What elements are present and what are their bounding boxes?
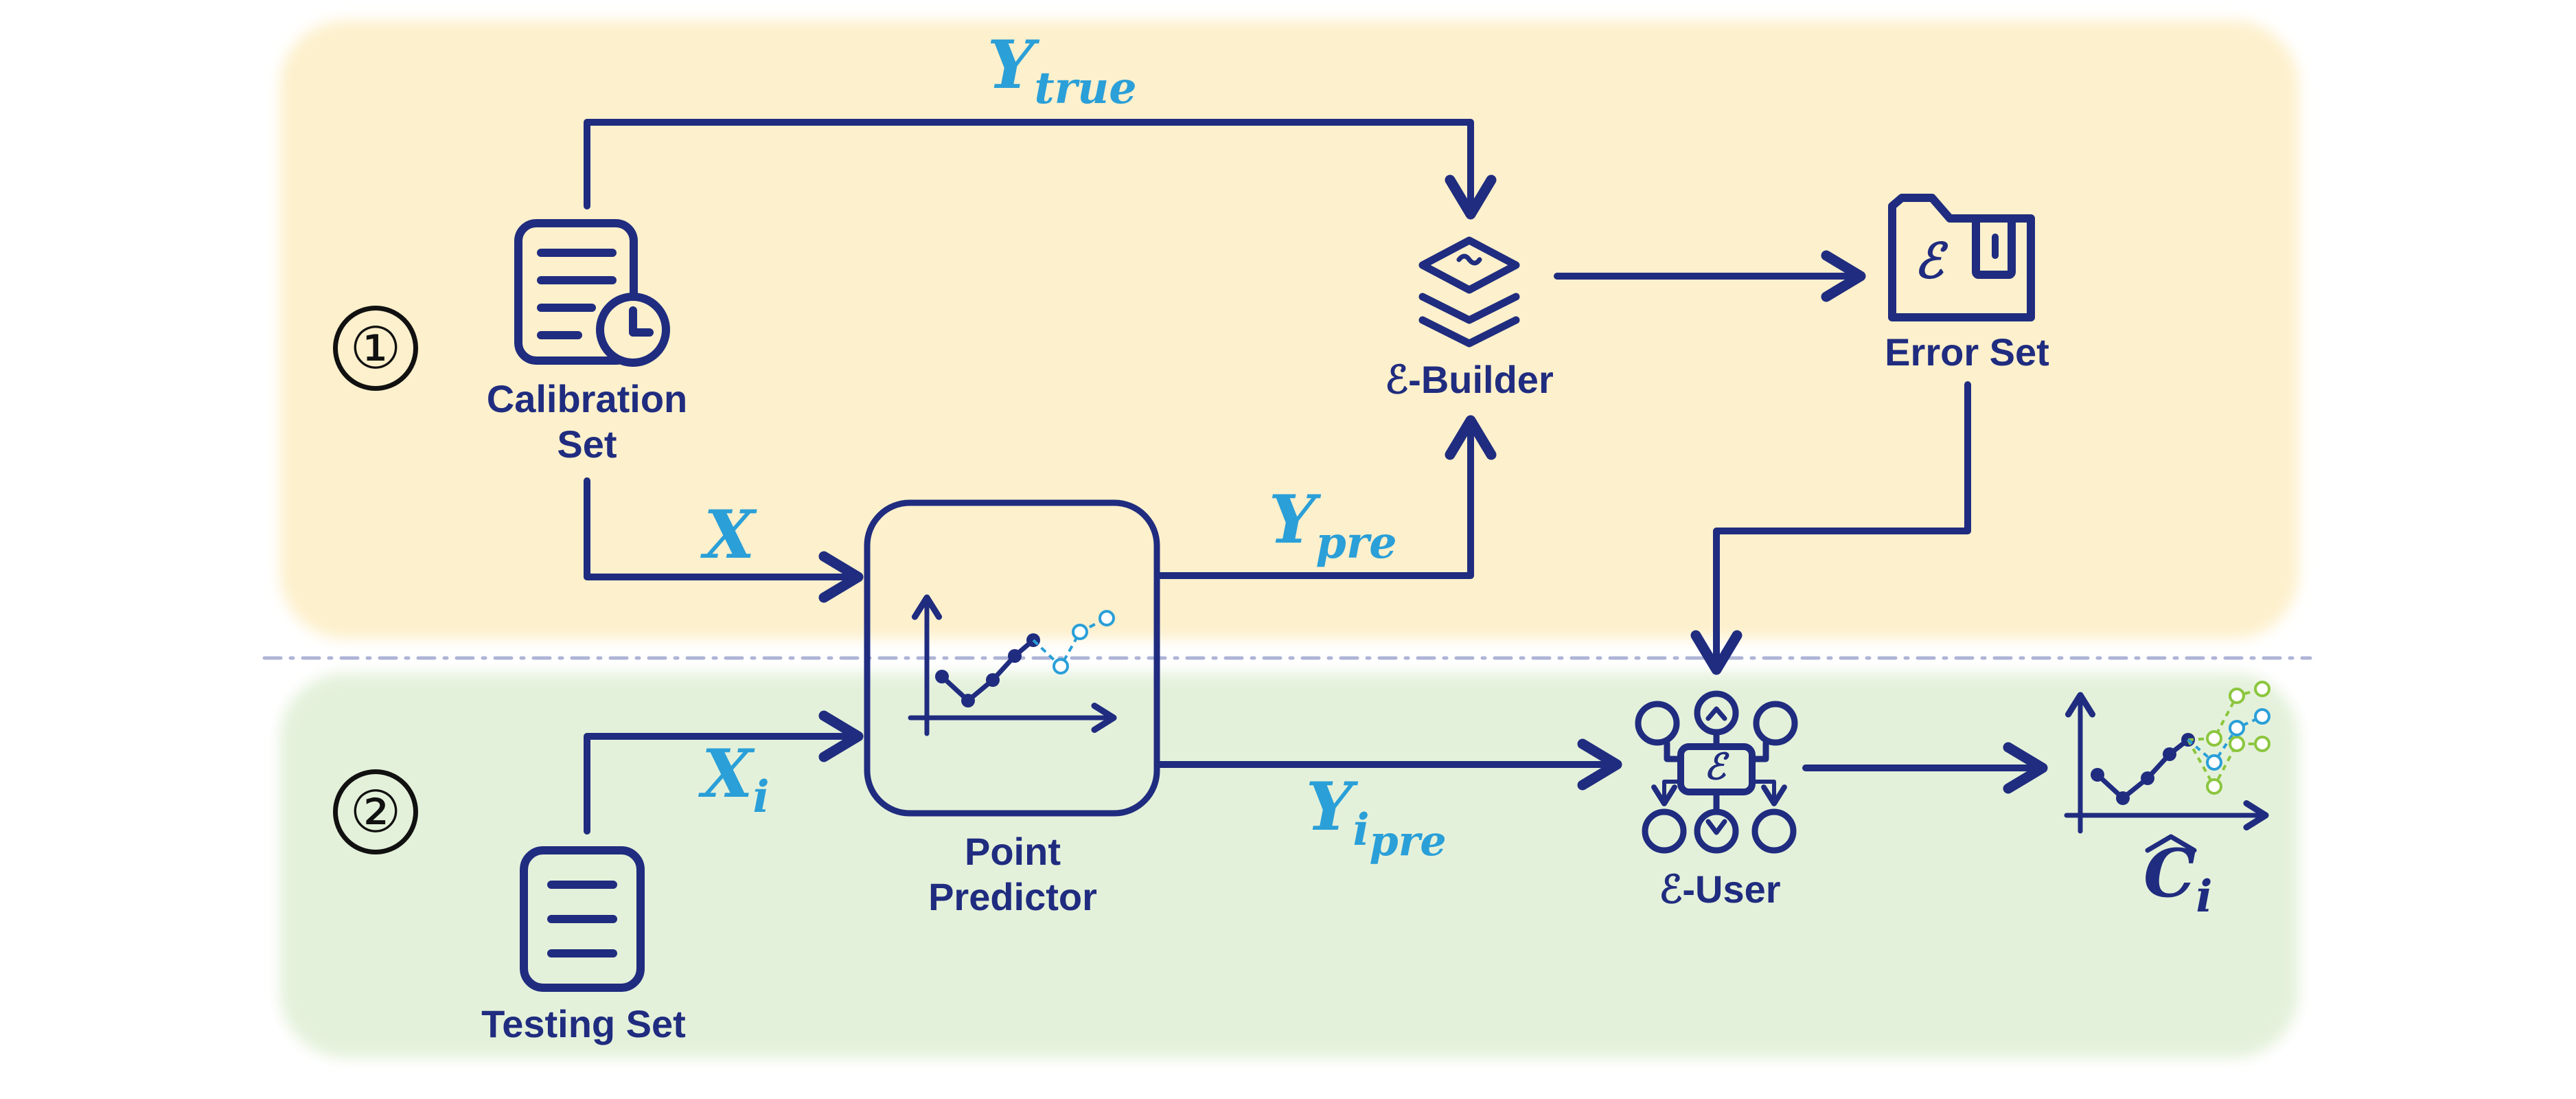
prediction-interval-chart-icon	[2064, 681, 2270, 834]
line-chart-icon	[908, 594, 1117, 736]
point-predictor-label: Point Predictor	[875, 829, 1150, 920]
error-set-to-user-connector	[1690, 381, 1971, 675]
hub-network-icon	[1635, 690, 1798, 854]
c-i-hat-accent	[2145, 834, 2197, 853]
point-predictor-label-line1: Point	[965, 830, 1061, 873]
y-i-pre-sub: ipre	[1353, 804, 1447, 865]
y-true-connector	[584, 119, 1497, 220]
y-pre-sub: pre	[1315, 517, 1397, 569]
document-icon	[520, 846, 645, 992]
y-i-pre-sub-i: i	[1353, 804, 1370, 856]
testing-set-label: Testing Set	[481, 1002, 686, 1045]
document-clock-icon	[514, 219, 670, 367]
stage-number-inference: ②	[333, 769, 418, 854]
inference-stage-region	[280, 673, 2299, 1058]
stage-number-calibration: ①	[333, 306, 418, 391]
point-predictor-label-line2: Predictor	[928, 875, 1097, 919]
error-set-epsilon-glyph: ℰ	[1914, 232, 1944, 289]
point-predictor-node	[864, 499, 1160, 817]
x-connector	[584, 477, 864, 603]
calibration-set-label-line2: Set	[557, 422, 617, 466]
y-i-pre-base: Y	[1306, 768, 1353, 846]
y-i-pre-label: Yipre	[1306, 768, 1447, 865]
y-true-sub: true	[1034, 63, 1137, 114]
epsilon-user-label: ℰ-User	[1659, 868, 1781, 911]
epsilon-builder-label: ℰ-Builder	[1385, 358, 1554, 401]
c-i-hat-sub: i	[2196, 871, 2213, 922]
y-pre-base: Y	[1269, 481, 1316, 558]
x-i-label: Xi	[702, 735, 770, 822]
calibration-set-label-line1: Calibration	[486, 377, 688, 420]
x-i-base: X	[702, 735, 753, 813]
y-true-label: Ytrue	[987, 26, 1137, 113]
y-true-base: Y	[987, 26, 1035, 104]
y-i-pre-subsub: pre	[1369, 817, 1447, 866]
x-base: X	[704, 496, 755, 574]
folder-icon	[1888, 194, 2035, 321]
x-i-sub: i	[752, 771, 770, 823]
calibration-set-label: Calibration Set	[450, 376, 724, 467]
y-pre-connector	[1157, 415, 1497, 579]
calibration-stage-region	[280, 21, 2299, 639]
y-pre-label: Ypre	[1269, 481, 1397, 568]
layers-stack-icon	[1418, 236, 1520, 348]
epsilon-user-glyph: ℰ	[1704, 746, 1726, 788]
error-set-label: Error Set	[1885, 330, 2049, 374]
x-i-connector	[584, 710, 864, 835]
x-label: X	[704, 496, 755, 574]
